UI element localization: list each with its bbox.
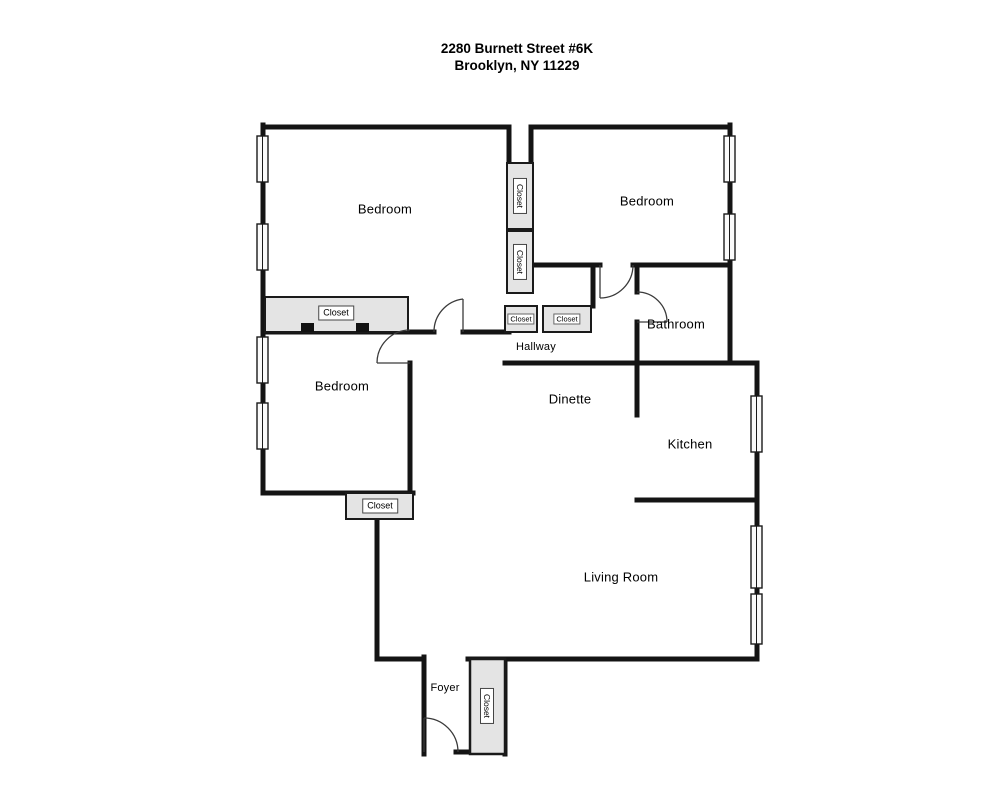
- closet-label-top-upper: Closet: [513, 177, 527, 215]
- room-label-foyer: Foyer: [430, 682, 460, 694]
- window: [723, 135, 736, 183]
- window: [750, 395, 763, 453]
- room-label-dinette: Dinette: [548, 391, 592, 407]
- door-arc: [433, 298, 464, 333]
- doors: [376, 264, 668, 753]
- plan-title-line2: Brooklyn, NY 11229: [454, 58, 580, 73]
- room-label-bedroom-left: Bedroom: [314, 378, 370, 394]
- closet-label-bedroom-under: Closet: [362, 498, 398, 514]
- plan-title: 2280 Burnett Street #6K Brooklyn, NY 112…: [441, 40, 593, 74]
- window: [256, 402, 269, 450]
- closet-label-hall-left: Closet: [507, 313, 535, 325]
- window: [256, 336, 269, 384]
- window: [750, 593, 763, 645]
- closet-door-tick: [301, 323, 314, 332]
- room-label-living-room: Living Room: [583, 569, 659, 585]
- closet-label-foyer: Closet: [480, 687, 494, 725]
- room-label-bedroom-top-left: Bedroom: [357, 201, 413, 217]
- door-arc: [599, 264, 634, 299]
- closet-door-tick: [356, 323, 369, 332]
- room-label-kitchen: Kitchen: [667, 436, 713, 452]
- door-arc: [376, 329, 411, 364]
- room-label-bathroom: Bathroom: [647, 316, 705, 332]
- window: [750, 525, 763, 589]
- plan-title-line1: 2280 Burnett Street #6K: [440, 41, 594, 56]
- closet-boxes: [264, 162, 592, 756]
- window: [723, 213, 736, 261]
- windows: [256, 135, 763, 645]
- closet-label-bedroom-strip: Closet: [318, 305, 354, 321]
- closet-label-hall-right: Closet: [553, 313, 581, 325]
- door-arc: [423, 717, 459, 753]
- closet-label-top-lower: Closet: [513, 243, 527, 281]
- room-label-hallway: Hallway: [516, 341, 556, 353]
- door-arc: [636, 291, 668, 323]
- window: [256, 135, 269, 183]
- window: [256, 223, 269, 271]
- room-label-bedroom-top-right: Bedroom: [619, 193, 675, 209]
